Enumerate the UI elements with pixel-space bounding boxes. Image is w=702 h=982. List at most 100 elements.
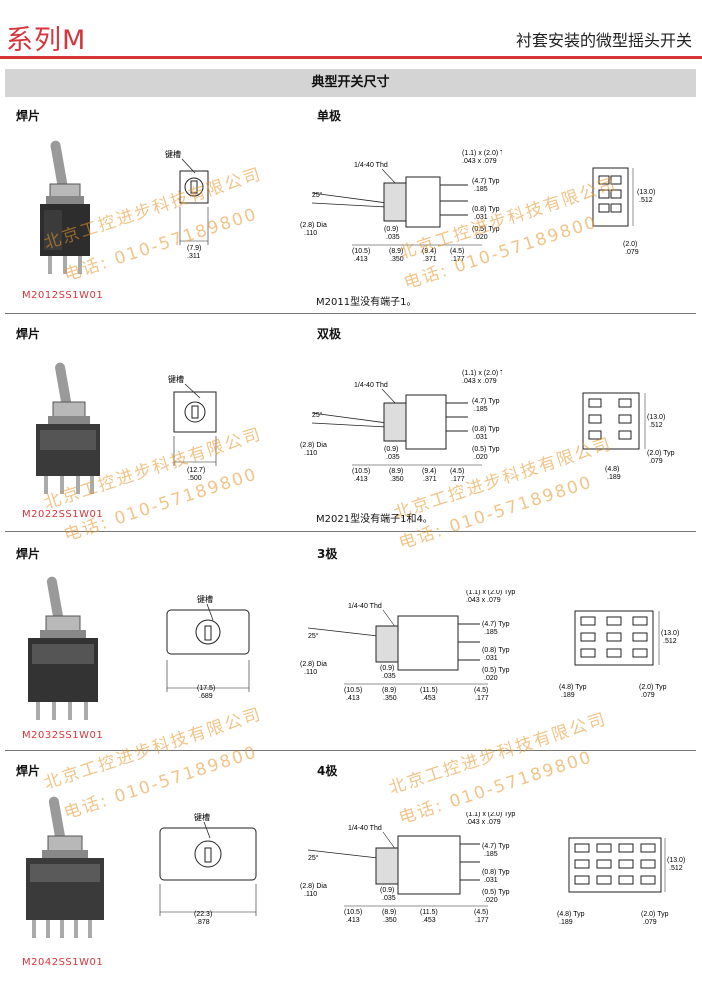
svg-text:.031: .031 <box>484 655 498 662</box>
terminal-label: 焊片 <box>16 764 41 778</box>
svg-text:(8.9): (8.9) <box>389 248 403 255</box>
svg-text:(0.9): (0.9) <box>384 226 398 233</box>
svg-text:.512: .512 <box>663 638 677 645</box>
svg-text:(13.0): (13.0) <box>661 630 679 637</box>
svg-text:.689: .689 <box>199 693 213 700</box>
svg-text:.020: .020 <box>484 675 498 682</box>
switch-photo <box>36 362 100 494</box>
svg-text:.413: .413 <box>354 256 368 263</box>
svg-text:.185: .185 <box>474 406 488 413</box>
front-view-drawing: 键槽 (22.3) .878 <box>159 812 257 926</box>
svg-text:(0.5) Typ: (0.5) Typ <box>482 667 510 674</box>
svg-text:.031: .031 <box>484 877 498 884</box>
svg-text:(0.9): (0.9) <box>380 887 394 894</box>
svg-text:.413: .413 <box>346 917 360 924</box>
svg-text:(4.7) Typ: (4.7) Typ <box>482 843 510 850</box>
svg-text:(1.1) x (2.0) Typ: (1.1) x (2.0) Typ <box>466 590 515 596</box>
svg-text:(2.8) Dia: (2.8) Dia <box>300 661 327 668</box>
svg-text:.512: .512 <box>669 865 683 872</box>
svg-text:(8.9): (8.9) <box>389 468 403 475</box>
svg-text:.035: .035 <box>386 454 400 461</box>
svg-text:.043 x .079: .043 x .079 <box>462 158 497 165</box>
terminal-view-drawing: (13.0) .512 (2.0) .079 <box>592 167 655 256</box>
header-rule <box>0 56 702 59</box>
svg-text:(2.0): (2.0) <box>623 241 637 248</box>
side-view-drawing: 1/4-40 Thd 25° (1.1) x (2.0) Typ .043 x … <box>300 370 502 483</box>
svg-text:.177: .177 <box>475 917 489 924</box>
svg-text:.031: .031 <box>474 214 488 221</box>
svg-text:(0.9): (0.9) <box>384 446 398 453</box>
svg-text:(4.5): (4.5) <box>450 468 464 475</box>
front-view-drawing: 键槽 (17.5) .689 <box>166 594 250 700</box>
svg-text:.079: .079 <box>643 919 657 926</box>
svg-text:(4.5): (4.5) <box>474 909 488 916</box>
svg-text:.110: .110 <box>304 891 317 898</box>
switch-photo <box>26 796 104 938</box>
svg-text:(10.5): (10.5) <box>352 468 370 475</box>
terminal-view-drawing: (13.0) .512 (4.8) Typ .189 (2.0) Typ .07… <box>557 837 685 926</box>
svg-text:(8.9): (8.9) <box>382 909 396 916</box>
svg-text:.371: .371 <box>423 256 437 263</box>
side-view-drawing: 1/4-40 Thd 25° (1.1) x (2.0) Typ .043 x … <box>300 150 502 263</box>
svg-text:1/4-40 Thd: 1/4-40 Thd <box>348 603 382 610</box>
svg-text:.177: .177 <box>451 256 465 263</box>
pole-label: 双极 <box>317 327 342 341</box>
svg-text:.512: .512 <box>639 197 653 204</box>
side-view-drawing: 1/4-40 Thd 25° (1.1) x (2.0) Typ .043 x … <box>300 812 515 924</box>
part-number: M2012SS1W01 <box>22 290 104 301</box>
svg-text:25°: 25° <box>308 854 319 862</box>
svg-text:.350: .350 <box>383 695 397 702</box>
switch-photo <box>28 576 98 720</box>
svg-text:(13.0): (13.0) <box>667 857 685 864</box>
svg-text:.413: .413 <box>354 476 368 483</box>
svg-text:.031: .031 <box>474 434 488 441</box>
svg-text:(4.7) Typ: (4.7) Typ <box>472 398 500 405</box>
svg-text:(2.0) Typ: (2.0) Typ <box>639 684 667 691</box>
svg-text:(2.0) Typ: (2.0) Typ <box>647 450 675 457</box>
series-title: 系列M <box>6 25 87 56</box>
svg-text:.185: .185 <box>484 851 498 858</box>
section-note: M2021型没有端子1和4。 <box>316 514 433 525</box>
svg-text:(10.5): (10.5) <box>352 248 370 255</box>
svg-text:(1.1) x (2.0) Typ: (1.1) x (2.0) Typ <box>462 150 502 157</box>
svg-text:键槽: 键槽 <box>165 149 181 159</box>
section-divider <box>5 750 696 751</box>
svg-text:(4.8): (4.8) <box>605 466 619 473</box>
svg-text:.189: .189 <box>561 692 575 699</box>
section-divider <box>5 313 696 314</box>
section-divider <box>5 531 696 532</box>
svg-text:(0.8) Typ: (0.8) Typ <box>472 426 500 433</box>
svg-text:.413: .413 <box>346 695 360 702</box>
svg-text:.035: .035 <box>386 234 400 241</box>
svg-text:1/4-40 Thd: 1/4-40 Thd <box>348 825 382 832</box>
terminal-label: 焊片 <box>16 109 41 123</box>
svg-text:(2.8) Dia: (2.8) Dia <box>300 883 327 890</box>
svg-text:.350: .350 <box>390 256 404 263</box>
svg-text:.185: .185 <box>484 629 498 636</box>
svg-text:.035: .035 <box>382 895 396 902</box>
svg-text:.110: .110 <box>304 669 317 676</box>
svg-text:(4.7) Typ: (4.7) Typ <box>482 621 510 628</box>
pole-label: 单极 <box>317 109 342 123</box>
svg-text:(1.1) x (2.0) Typ: (1.1) x (2.0) Typ <box>466 812 515 818</box>
switch-photo <box>40 140 90 274</box>
svg-text:(13.0): (13.0) <box>647 414 665 421</box>
svg-text:(2.8) Dia: (2.8) Dia <box>300 222 327 229</box>
svg-text:(4.5): (4.5) <box>474 687 488 694</box>
svg-text:(2.0) Typ: (2.0) Typ <box>641 911 669 918</box>
front-view-drawing: 键槽 (12.7) .500 <box>168 374 217 482</box>
svg-text:.110: .110 <box>304 230 317 237</box>
svg-text:(0.8) Typ: (0.8) Typ <box>472 206 500 213</box>
svg-text:.350: .350 <box>383 917 397 924</box>
svg-text:(9.4): (9.4) <box>422 468 436 475</box>
section-band: 典型开关尺寸 <box>5 69 696 97</box>
svg-text:(1.1) x (2.0) Typ: (1.1) x (2.0) Typ <box>462 370 502 377</box>
svg-text:.043 x .079: .043 x .079 <box>462 378 497 385</box>
svg-text:.043 x .079: .043 x .079 <box>466 819 501 826</box>
svg-text:(9.4): (9.4) <box>422 248 436 255</box>
svg-text:.189: .189 <box>607 474 621 481</box>
svg-text:25°: 25° <box>308 632 319 640</box>
svg-text:(4.7) Typ: (4.7) Typ <box>472 178 500 185</box>
svg-text:(4.5): (4.5) <box>450 248 464 255</box>
svg-text:(0.5) Typ: (0.5) Typ <box>482 889 510 896</box>
